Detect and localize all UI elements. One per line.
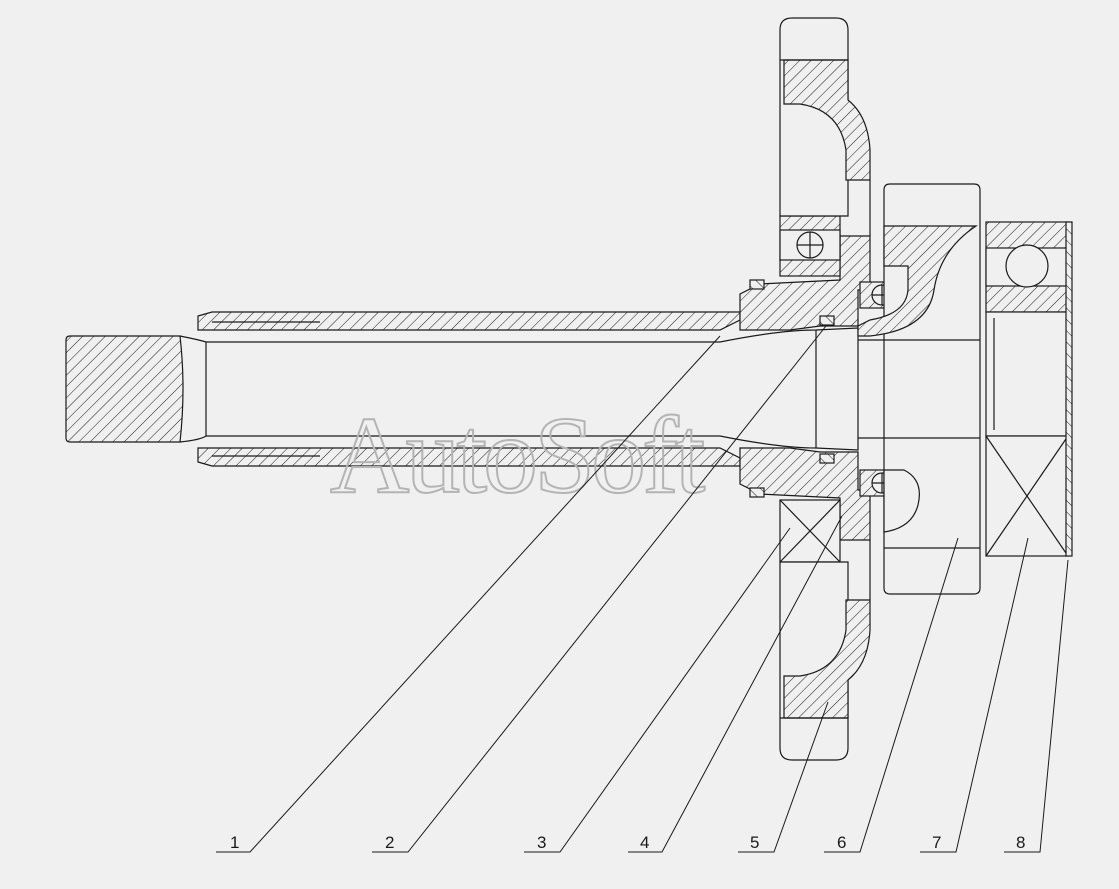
leader-8 <box>1004 559 1069 853</box>
hub-body <box>719 235 871 541</box>
callout-4: 4 <box>640 833 649 852</box>
leader-1 <box>216 335 721 853</box>
leader-lines <box>216 325 1069 853</box>
leader-6 <box>824 537 959 853</box>
leader-5 <box>738 701 829 853</box>
callout-labels: 1 2 3 4 5 6 7 8 <box>230 833 1025 852</box>
bearing-lower <box>779 499 841 563</box>
callout-8: 8 <box>1016 833 1025 852</box>
end-plate <box>1065 221 1073 557</box>
leader-4 <box>628 515 843 853</box>
gear-wheel <box>779 17 871 761</box>
callout-1: 1 <box>230 833 239 852</box>
housing-flange <box>857 183 981 595</box>
callout-7: 7 <box>932 833 941 852</box>
leader-2 <box>372 325 827 853</box>
watermark-text: AutoSoft <box>330 394 705 516</box>
callout-5: 5 <box>750 833 759 852</box>
outer-bearing <box>985 221 1069 557</box>
tube-sleeve <box>197 311 741 467</box>
bearing-upper <box>779 215 841 277</box>
callout-6: 6 <box>837 833 846 852</box>
callout-3: 3 <box>537 833 546 852</box>
seal-rings <box>749 279 835 498</box>
callout-2: 2 <box>385 833 394 852</box>
leader-7 <box>920 537 1029 853</box>
shaft-end-block <box>65 335 207 443</box>
leader-3 <box>524 527 791 853</box>
